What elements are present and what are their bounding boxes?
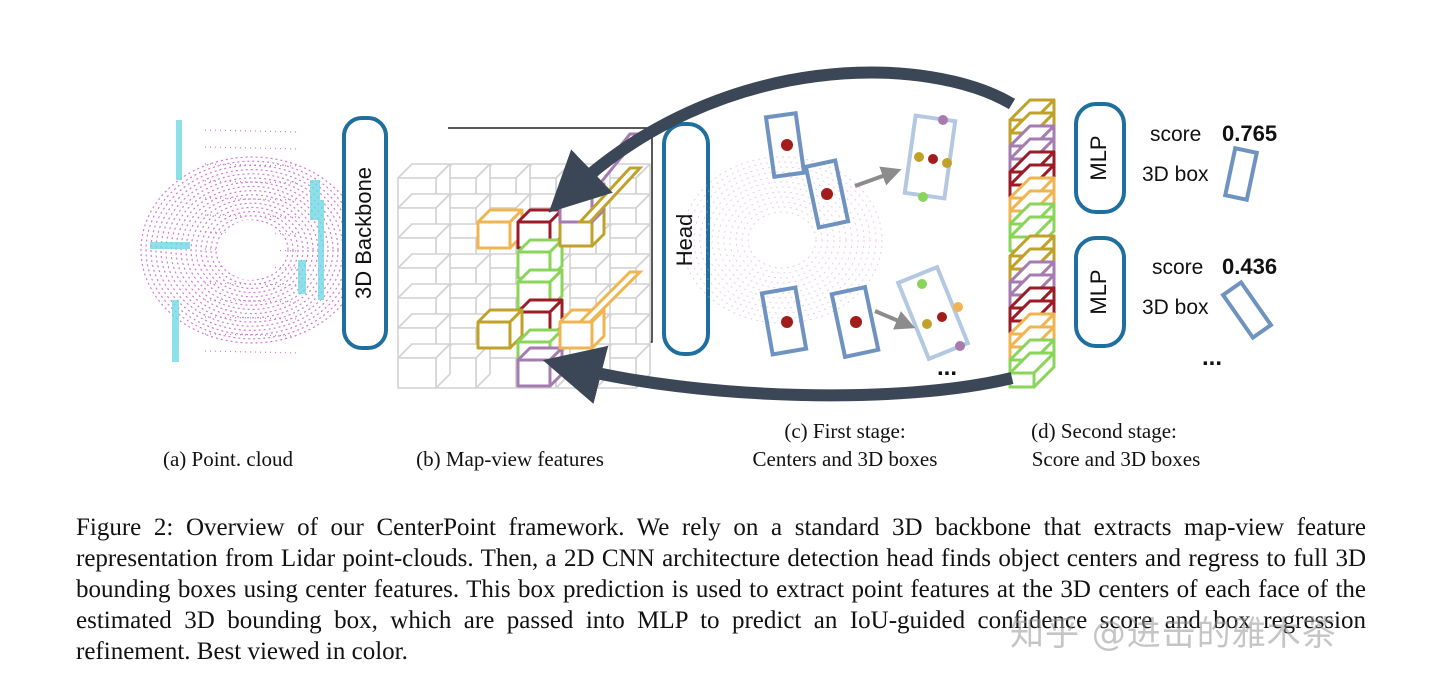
- subcaption-a: (a) Point. cloud: [163, 447, 294, 471]
- refine-arrow: [854, 166, 902, 188]
- feature-cube: [476, 308, 524, 350]
- face-center-dot: [938, 115, 948, 125]
- detection-box: [759, 285, 809, 357]
- figure-caption: Figure 2: Overview of our CenterPoint fr…: [76, 514, 1366, 665]
- feedback-arrow-top: [548, 66, 1016, 213]
- detection-box: [829, 284, 881, 360]
- detection-box: [763, 110, 807, 180]
- center-dot: [821, 188, 833, 200]
- face-center-dot: [942, 158, 952, 168]
- score-value-top: 0.765: [1222, 121, 1277, 146]
- head-module: Head: [662, 122, 710, 356]
- stacked-feature-slab: [1008, 351, 1056, 389]
- mlp-module-bottom: MLP: [1074, 236, 1126, 348]
- center-dot: [937, 312, 947, 322]
- backbone-label: 3D Backbone: [351, 167, 376, 299]
- first-stage-ellipsis: ...: [937, 354, 957, 381]
- first-stage-detections: ...: [681, 110, 971, 381]
- subcaption-c-line1: (c) First stage:: [784, 419, 905, 443]
- grid-cube: [397, 343, 451, 389]
- box-label-bottom: 3D box: [1142, 296, 1209, 319]
- watermark: 知乎 @进击的雅木茶: [1010, 614, 1337, 654]
- face-center-dot: [955, 341, 965, 351]
- head-label: Head: [672, 214, 697, 267]
- face-center-dot: [918, 192, 928, 202]
- centerpoint-figure: 3D Backbone Head: [140, 66, 1277, 471]
- subcaption-d-line2: Score and 3D boxes: [1032, 447, 1201, 471]
- center-dot: [781, 316, 793, 328]
- output-box-bottom: [1220, 279, 1274, 341]
- center-dot: [850, 316, 862, 328]
- box-label-top: 3D box: [1142, 163, 1209, 186]
- refine-arrow: [874, 309, 916, 330]
- detection-box: [803, 158, 851, 230]
- feedback-arrow-bottom: [542, 345, 1014, 404]
- output-top: score 0.765 3D box: [1142, 121, 1277, 203]
- output-box-top: [1222, 145, 1260, 203]
- face-center-dot: [953, 302, 963, 312]
- mlp-label-top: MLP: [1086, 135, 1111, 180]
- point-cloud-image: [140, 120, 364, 362]
- second-stage-ellipsis: ...: [1202, 344, 1222, 371]
- subcaption-d-line1: (d) Second stage:: [1031, 419, 1177, 443]
- center-dot: [928, 154, 938, 164]
- mlp-label-bottom: MLP: [1086, 269, 1111, 314]
- second-stage-feature-stacks: [1008, 98, 1056, 389]
- face-center-dot: [917, 279, 927, 289]
- score-label-bottom: score: [1152, 256, 1203, 279]
- score-value-bottom: 0.436: [1222, 254, 1277, 279]
- mlp-module-top: MLP: [1074, 102, 1126, 214]
- score-label-top: score: [1150, 123, 1201, 146]
- center-dot: [781, 139, 793, 151]
- face-center-dot: [914, 152, 924, 162]
- feature-cube: [516, 346, 564, 388]
- feature-cube: [476, 208, 524, 250]
- backbone-module: 3D Backbone: [342, 116, 388, 350]
- output-bottom: score 0.436 3D box ...: [1142, 254, 1277, 371]
- subcaption-b: (b) Map-view features: [416, 447, 604, 471]
- face-center-dot: [922, 319, 932, 329]
- map-view-feature-grid: [397, 127, 653, 389]
- subcaption-c-line2: Centers and 3D boxes: [753, 447, 938, 471]
